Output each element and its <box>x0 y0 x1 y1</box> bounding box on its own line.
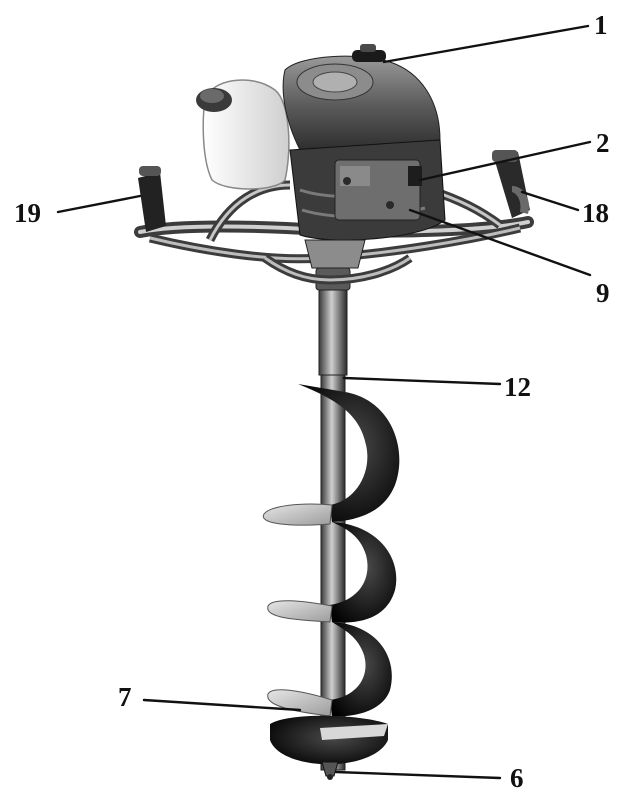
callout-label-12: 12 <box>504 372 531 402</box>
callout-label-2: 2 <box>596 128 610 158</box>
leader-19 <box>56 194 142 214</box>
callout-label-9: 9 <box>596 278 610 308</box>
callout-label-18: 18 <box>582 198 609 228</box>
callout-label-1: 1 <box>594 10 608 40</box>
fuel-tank <box>196 79 290 190</box>
leader-6 <box>334 770 502 780</box>
starter-handle <box>352 44 386 62</box>
callout-label-7: 7 <box>118 682 132 712</box>
leader-2 <box>418 140 592 182</box>
leader-9 <box>408 208 592 277</box>
engine <box>282 44 446 269</box>
leader-7 <box>142 698 302 712</box>
left-grip <box>138 166 166 232</box>
leader-18 <box>520 190 580 212</box>
control-box <box>334 159 422 221</box>
callout-labels: 1 2 9 18 19 12 7 6 <box>14 10 610 792</box>
leader-1 <box>382 24 590 64</box>
auger-flights <box>262 384 400 780</box>
leader-12 <box>342 376 502 386</box>
callout-label-6: 6 <box>510 763 524 792</box>
leader-lines <box>56 24 592 780</box>
callout-label-19: 19 <box>14 198 41 228</box>
